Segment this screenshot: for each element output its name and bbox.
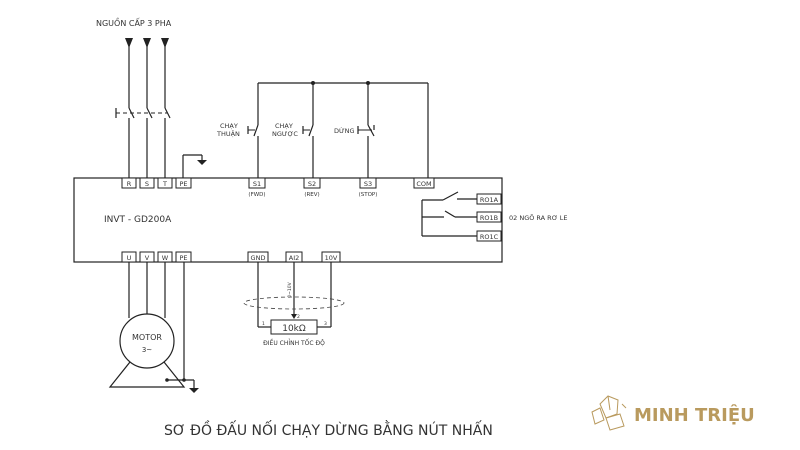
pot-range: 0~10V bbox=[287, 281, 293, 297]
terminal-gnd: GND bbox=[251, 254, 266, 262]
terminal-ai2: AI2 bbox=[289, 254, 300, 262]
shield-icon bbox=[243, 296, 345, 310]
forward-button-icon: CHẠY THUẬN bbox=[216, 122, 259, 138]
analog-terminals: GND AI2 10V bbox=[247, 251, 341, 263]
pot-label: ĐIỀU CHỈNH TỐC ĐỘ bbox=[263, 339, 325, 347]
pot-pin1: 1 bbox=[262, 321, 265, 327]
terminal-10v: 10V bbox=[325, 254, 338, 262]
terminal-s3-sub: (STOP) bbox=[359, 192, 378, 198]
terminal-v: V bbox=[145, 254, 150, 262]
supply-lines bbox=[115, 40, 171, 178]
reverse-label-1: CHẠY bbox=[275, 122, 293, 130]
forward-label-1: CHẠY bbox=[220, 122, 238, 130]
pot-pin2: 2 bbox=[297, 314, 300, 320]
terminal-s2-sub: (REV) bbox=[304, 192, 319, 198]
brand-name: MINH TRIỆU bbox=[634, 404, 755, 426]
terminal-ro1a: RO1A bbox=[480, 196, 499, 204]
terminal-t: T bbox=[162, 180, 167, 188]
control-wiring bbox=[257, 81, 429, 178]
relay-label: 02 NGÕ RA RƠ LE bbox=[509, 213, 567, 222]
terminal-s2: S2 bbox=[308, 180, 316, 188]
input-terminals: S1 (FWD) S2 (REV) S3 (STOP) COM bbox=[248, 177, 435, 198]
diagram-caption: SƠ ĐỒ ĐẤU NỐI CHẠY DỪNG BẰNG NÚT NHẤN bbox=[164, 420, 493, 439]
motor-ground-icon bbox=[189, 388, 199, 393]
terminal-pe-out: PE bbox=[179, 254, 187, 262]
top-terminals: R S T PE bbox=[121, 177, 192, 189]
terminal-s: S bbox=[145, 180, 149, 188]
supply-label: NGUỒN CẤP 3 PHA bbox=[96, 16, 172, 28]
terminal-s1-sub: (FWD) bbox=[248, 192, 265, 198]
bottom-terminals: U V W PE bbox=[121, 251, 192, 263]
stop-button-icon: DỪNG bbox=[334, 124, 375, 137]
terminal-w: W bbox=[162, 254, 169, 262]
motor-label: MOTOR bbox=[132, 333, 162, 342]
crystal-logo-icon bbox=[591, 395, 627, 431]
pot-value: 10kΩ bbox=[282, 324, 306, 334]
pot-pin3: 3 bbox=[324, 321, 327, 327]
potentiometer: 10kΩ 0~10V 1 2 3 ĐIỀU CHỈNH TỐC ĐỘ bbox=[243, 262, 345, 347]
motor-phase: 3~ bbox=[142, 346, 152, 354]
terminal-s1: S1 bbox=[253, 180, 261, 188]
brand-logo: MINH TRIỆU bbox=[591, 395, 755, 431]
terminal-pe-in: PE bbox=[179, 180, 187, 188]
terminal-com: COM bbox=[416, 180, 431, 188]
forward-label-2: THUẬN bbox=[216, 129, 240, 138]
ground-icon bbox=[182, 154, 207, 178]
reverse-label-2: NGƯỢC bbox=[272, 130, 298, 138]
relay-outputs: RO1A RO1B RO1C 02 NGÕ RA RƠ LE bbox=[421, 191, 567, 242]
stop-label: DỪNG bbox=[334, 126, 354, 135]
reverse-button-icon: CHẠY NGƯỢC bbox=[272, 122, 314, 138]
terminal-r: R bbox=[127, 180, 132, 188]
inverter-model: INVT - GD200A bbox=[104, 215, 172, 225]
terminal-ro1b: RO1B bbox=[480, 214, 498, 222]
terminal-ro1c: RO1C bbox=[480, 233, 499, 241]
terminal-u: U bbox=[127, 254, 132, 262]
motor-icon: MOTOR 3~ bbox=[108, 262, 199, 393]
terminal-s3: S3 bbox=[364, 180, 372, 188]
